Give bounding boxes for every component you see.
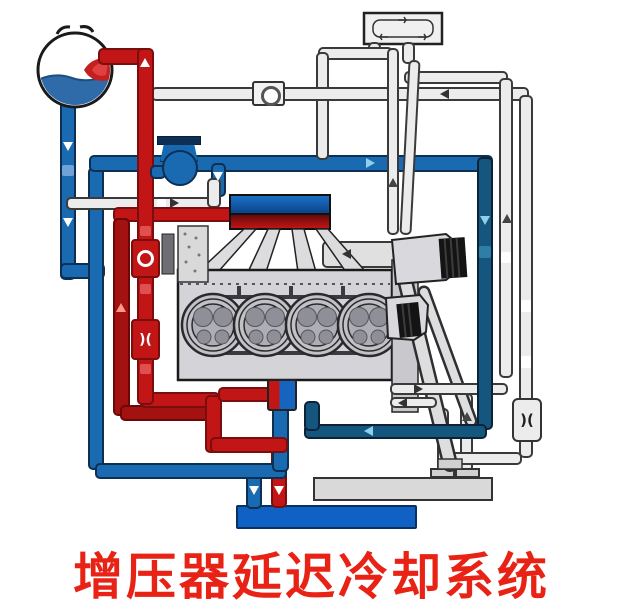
wastegate-ribbed-end xyxy=(396,301,422,339)
pipe-coupler xyxy=(521,356,531,368)
tray-flange-b xyxy=(455,468,480,478)
right-gray-down-pipe-inner xyxy=(499,78,513,378)
flow-arrow-down xyxy=(249,486,259,495)
pipe-coupler xyxy=(521,300,531,312)
pipe-coupler xyxy=(140,226,151,236)
heater-left-down-pipe xyxy=(316,52,329,160)
oil-pan-tray xyxy=(313,477,493,501)
thermostat-cap xyxy=(157,136,201,145)
expansion-tank xyxy=(36,25,114,109)
cylinders xyxy=(180,292,402,358)
valve-ring-icon xyxy=(261,86,281,106)
flow-arrow-up xyxy=(388,178,398,187)
flow-arrow-right xyxy=(366,158,375,168)
flow-arrow-down xyxy=(274,486,284,495)
hot-circuit-pump: )( xyxy=(131,319,160,360)
flow-arrow-left xyxy=(342,249,351,259)
secondary-hot-riser xyxy=(113,218,130,416)
flow-arrow-up xyxy=(462,412,472,421)
water-pump xyxy=(162,150,198,186)
pipe-coupler xyxy=(157,199,166,208)
turbo-circuit-left-elbow xyxy=(304,401,320,431)
flow-arrow-down xyxy=(63,218,73,227)
timing-cover xyxy=(177,225,209,283)
pipe-coupler xyxy=(501,252,511,263)
heater-return-pipe xyxy=(151,87,529,101)
engine-outlet-block xyxy=(267,379,297,411)
flow-arrow-down xyxy=(213,172,223,181)
flow-arrow-up xyxy=(140,58,150,67)
flow-arrow-up xyxy=(502,214,512,223)
turbo-drain-stub-lower xyxy=(390,397,437,408)
flow-arrow-left xyxy=(398,398,407,408)
pipe-coupler xyxy=(479,246,491,258)
intake-runners xyxy=(196,228,368,273)
turbo-circuit-bottom-pipe xyxy=(304,424,487,439)
diagram-title: 增压器延迟冷却系统 xyxy=(73,548,550,606)
pipe-coupler xyxy=(62,165,74,176)
valve-ring-icon xyxy=(137,250,154,267)
flow-arrow-left xyxy=(364,426,373,436)
flow-arrow-down xyxy=(480,216,490,225)
flow-arrow-up xyxy=(116,303,126,312)
intake-plenum xyxy=(229,194,331,230)
flow-arrow-right xyxy=(170,198,179,208)
flow-arrow-right xyxy=(414,384,423,394)
turbo-ribbed-end xyxy=(438,237,468,279)
heater-feed-pipe-top xyxy=(404,71,508,84)
pipe-coupler xyxy=(140,284,151,294)
heater-core xyxy=(362,11,444,46)
radiator-hot-link xyxy=(210,437,288,453)
flow-arrow-down xyxy=(63,142,73,151)
turbo-feed-pipe-a xyxy=(387,48,399,235)
heater-left-elbow xyxy=(318,47,393,60)
engine-block xyxy=(176,268,402,382)
auxiliary-coolant-pump: )( xyxy=(512,398,542,442)
front-pulley-bar xyxy=(161,233,175,275)
flow-arrow-left xyxy=(440,89,449,99)
pipe-coupler xyxy=(140,364,151,374)
drain-flange xyxy=(437,458,463,470)
radiator-bottom-tank xyxy=(236,505,417,529)
turbo-circuit-down-pipe xyxy=(477,157,493,430)
